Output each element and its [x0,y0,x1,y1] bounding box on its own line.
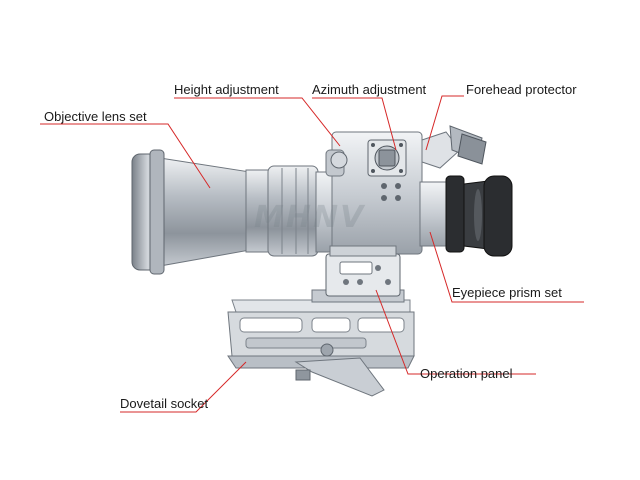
objective-lens-part [131,149,337,275]
dovetail-socket-part [227,299,415,397]
forehead-protector-part [421,125,487,169]
leader-lines [40,95,584,413]
label-operation-panel: Operation panel [420,366,513,381]
watermark-text: MHNV [254,200,366,235]
eyepiece-part [419,175,513,257]
leader-azimuth-adjustment [312,97,397,151]
operation-panel-part [325,245,401,297]
leader-forehead-protector [425,95,464,151]
label-height-adjustment: Height adjustment [174,82,279,97]
leader-objective-lens-set [40,123,211,189]
label-objective-lens-set: Objective lens set [44,109,147,124]
label-dovetail-socket: Dovetail socket [120,396,209,411]
leader-operation-panel [375,289,536,375]
leader-eyepiece-prism-set [429,231,584,303]
leader-dovetail-socket [120,361,247,413]
central-housing [325,131,423,255]
label-azimuth-adjustment: Azimuth adjustment [312,82,427,97]
label-forehead-protector: Forehead protector [466,82,577,97]
leader-height-adjustment [174,97,341,147]
label-eyepiece-prism-set: Eyepiece prism set [452,285,562,300]
